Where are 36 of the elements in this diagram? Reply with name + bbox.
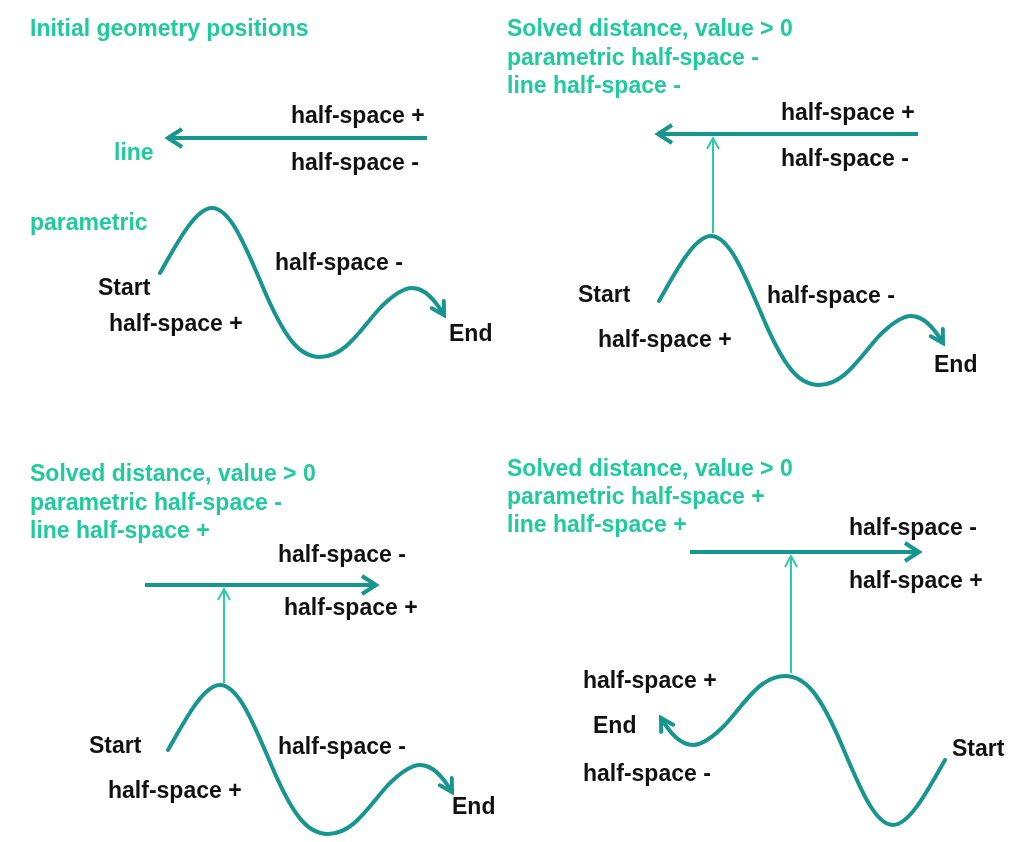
half-space-label: half-space - [767, 282, 895, 308]
panel-heading: Solved distance, value > 0 [507, 455, 793, 481]
panel-heading: line half-space + [507, 511, 687, 537]
endpoint-label: End [449, 320, 493, 346]
endpoint-label: End [934, 351, 978, 377]
endpoint-label: Start [952, 735, 1005, 761]
half-space-label: half-space + [108, 777, 242, 803]
endpoint-label: End [452, 793, 496, 819]
endpoint-label: Start [89, 732, 142, 758]
half-space-label: half-space - [583, 760, 711, 786]
half-space-label: half-space + [291, 102, 425, 128]
half-space-label: half-space - [781, 145, 909, 171]
endpoint-label: Start [98, 274, 151, 300]
half-space-label: half-space + [849, 567, 983, 593]
panel-heading: parametric half-space + [507, 483, 765, 509]
endpoint-label: End [593, 712, 637, 738]
half-space-label: half-space + [598, 326, 732, 352]
panel-heading: Solved distance, value > 0 [30, 460, 316, 486]
panel-heading: line half-space - [507, 72, 681, 98]
panel-heading: Initial geometry positions [30, 15, 309, 41]
panel-heading: parametric half-space - [30, 489, 282, 515]
half-space-label: half-space + [781, 99, 915, 125]
half-space-label: half-space + [583, 667, 717, 693]
half-space-label: half-space - [278, 541, 406, 567]
panel-heading: line half-space + [30, 517, 210, 543]
panel-heading: Solved distance, value > 0 [507, 15, 793, 41]
half-space-label: half-space - [291, 149, 419, 175]
geometry-label: parametric [30, 209, 148, 235]
half-space-label: half-space + [109, 310, 243, 336]
panel-heading: parametric half-space - [507, 44, 759, 70]
half-space-label: half-space - [275, 249, 403, 275]
half-space-label: half-space - [278, 733, 406, 759]
half-space-label: half-space - [849, 514, 977, 540]
endpoint-label: Start [578, 281, 631, 307]
half-space-label: half-space + [284, 594, 418, 620]
geometry-label: line [114, 139, 154, 165]
